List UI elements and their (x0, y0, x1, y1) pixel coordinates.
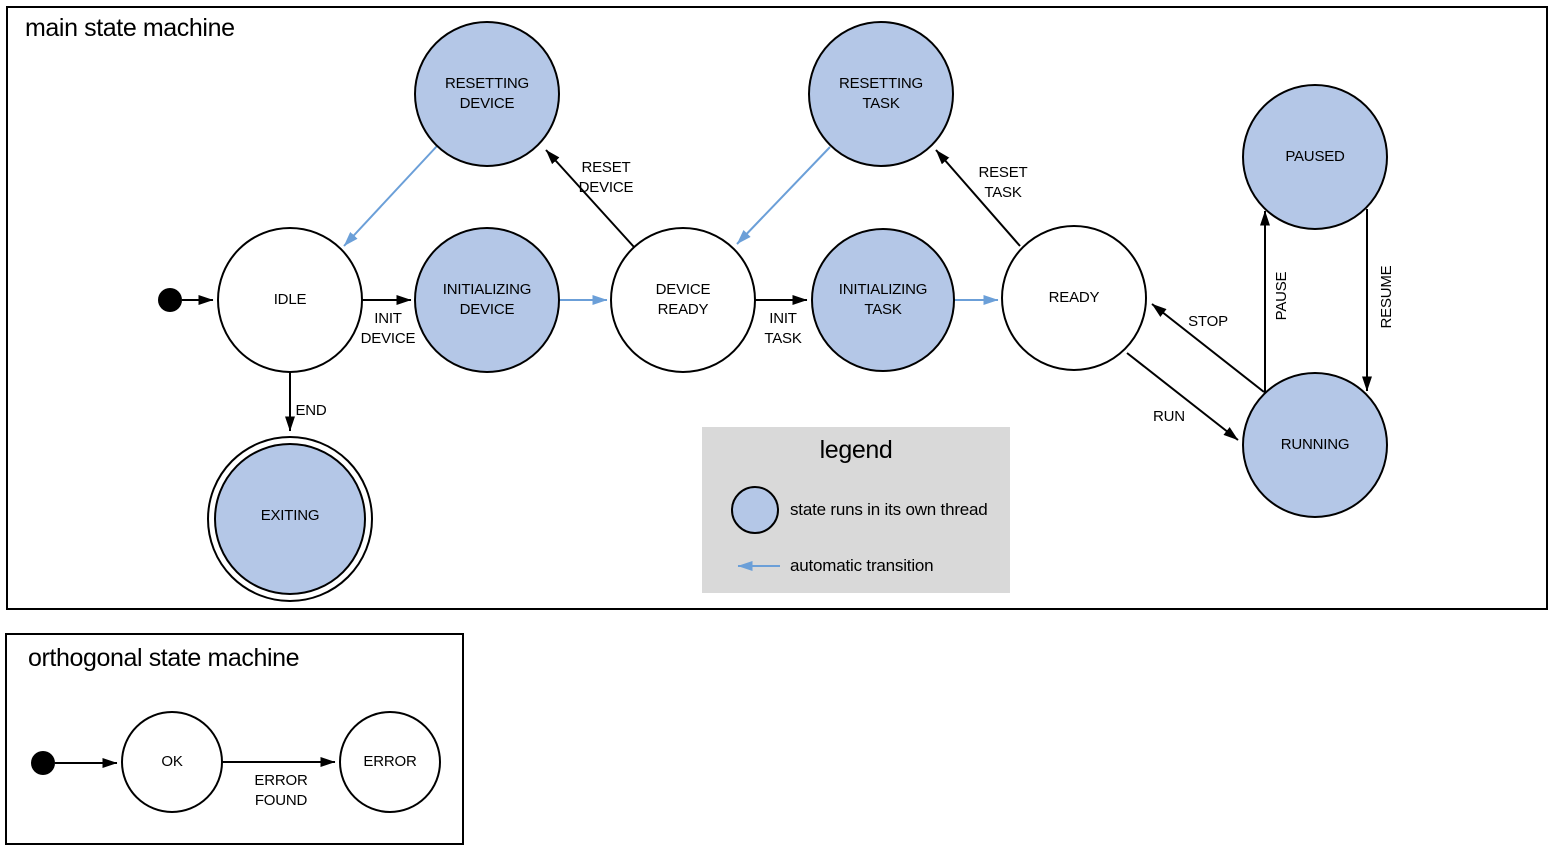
transition-reset-device-arrow (545, 149, 635, 248)
legend-title: legend (819, 436, 893, 464)
state-resetting-task-label: RESETTING TASK (838, 75, 924, 112)
transition-end-label: END (295, 402, 327, 419)
state-resetting-task (808, 21, 954, 167)
transition-run-arrow (1126, 352, 1239, 441)
main-state-machine-box (6, 6, 1548, 610)
state-ok (121, 711, 223, 813)
state-exiting-label: EXITING (260, 507, 320, 524)
transition-stop-arrow (1151, 303, 1265, 393)
transition-error-found-label: ERROR FOUND (254, 772, 308, 809)
state-idle-label: IDLE (273, 291, 307, 308)
state-resetting-device (414, 21, 560, 167)
orthogonal-state-machine-box (5, 633, 464, 845)
ortho-initial-state-dot (31, 751, 55, 775)
auto-transition-resetting-device-to-idle-arrow (343, 145, 438, 247)
state-paused (1242, 84, 1388, 230)
transition-init-task-label: INIT TASK (764, 310, 802, 347)
state-error (339, 711, 441, 813)
state-idle (217, 227, 363, 373)
transition-reset-device-label: RESET DEVICE (578, 159, 634, 196)
transition-resume-label: RESUME (1378, 265, 1395, 329)
auto-transition-resetting-task-to-device-ready-arrow (736, 146, 831, 245)
state-initializing-device-label: INITIALIZING DEVICE (442, 281, 532, 318)
state-device-ready-label: DEVICE READY (655, 281, 711, 318)
state-initializing-task (811, 228, 955, 372)
transition-reset-task-arrow (935, 149, 1021, 247)
state-paused-label: PAUSED (1285, 148, 1345, 165)
state-ready-label: READY (1048, 289, 1100, 306)
main-machine-title: main state machine (25, 14, 235, 42)
state-resetting-device-label: RESETTING DEVICE (444, 75, 530, 112)
legend-threaded-state-icon (731, 486, 779, 534)
transition-reset-task-label: RESET TASK (978, 164, 1028, 201)
state-initializing-device (414, 227, 560, 373)
state-exiting (214, 443, 366, 595)
transition-run-label: RUN (1153, 408, 1185, 425)
legend-automatic-transition-label: automatic transition (790, 556, 934, 575)
state-running-label: RUNNING (1280, 436, 1350, 453)
state-ready (1001, 225, 1147, 371)
main-initial-state-dot (158, 288, 182, 312)
transition-pause-label: PAUSE (1273, 271, 1290, 321)
orthogonal-machine-title: orthogonal state machine (28, 644, 300, 672)
state-device-ready (610, 227, 756, 373)
legend-threaded-state-label: state runs in its own thread (790, 500, 988, 519)
state-error-label: ERROR (363, 753, 417, 770)
transition-stop-label: STOP (1188, 313, 1228, 330)
state-running (1242, 372, 1388, 518)
transition-init-device-label: INIT DEVICE (360, 310, 416, 347)
state-ok-label: OK (161, 753, 183, 770)
state-initializing-task-label: INITIALIZING TASK (838, 281, 928, 318)
